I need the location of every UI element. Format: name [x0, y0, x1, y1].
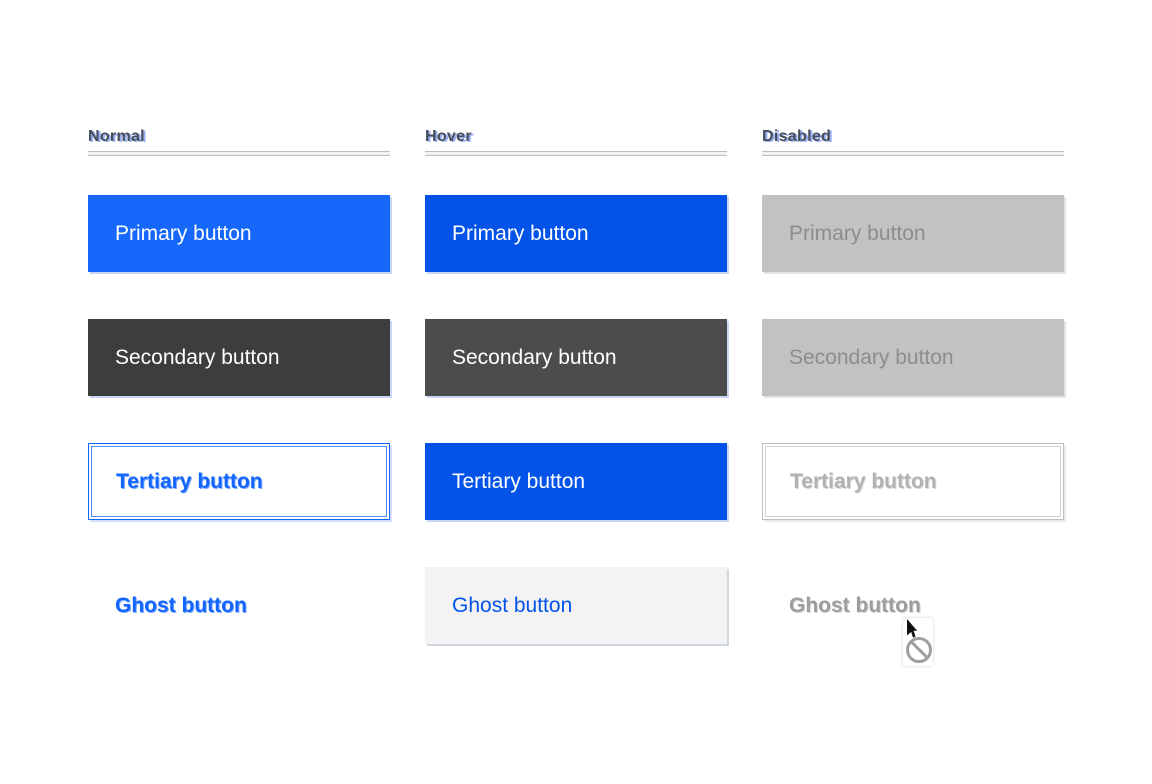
primary-button-normal[interactable]: Primary button: [88, 195, 390, 272]
button-label: Secondary button: [115, 346, 280, 369]
column-header-disabled: Disabled: [762, 128, 832, 145]
secondary-button-normal[interactable]: Secondary button: [88, 319, 390, 396]
header-underline: [762, 151, 1064, 156]
not-allowed-icon: [906, 637, 932, 663]
button-label: Tertiary button: [116, 470, 263, 493]
button-label: Primary button: [115, 222, 252, 245]
secondary-button-hover[interactable]: Secondary button: [425, 319, 727, 396]
button-label: Secondary button: [452, 346, 617, 369]
tertiary-button-normal[interactable]: Tertiary button: [88, 443, 390, 520]
button-label: Ghost button: [115, 594, 247, 617]
button-label: Ghost button: [789, 594, 921, 617]
button-label: Tertiary button: [452, 470, 586, 493]
button-label: Secondary button: [789, 346, 954, 369]
column-header-hover: Hover: [425, 128, 472, 145]
ghost-button-normal[interactable]: Ghost button: [88, 567, 390, 644]
button-label: Primary button: [452, 222, 589, 245]
not-allowed-cursor-icon: [903, 618, 933, 666]
header-underline: [425, 151, 727, 156]
button-states-matrix: Normal Primary button Secondary button T…: [88, 127, 1064, 666]
ghost-button-disabled: Ghost button: [762, 567, 1064, 644]
tertiary-button-disabled: Tertiary button: [762, 443, 1064, 520]
column-hover: Hover Primary button Secondary button Te…: [425, 127, 727, 644]
button-label: Tertiary button: [790, 470, 937, 493]
primary-button-disabled: Primary button: [762, 195, 1064, 272]
button-label: Ghost button: [452, 594, 573, 617]
button-label: Primary button: [789, 222, 926, 245]
column-disabled: Disabled Primary button Secondary button…: [762, 127, 1064, 666]
header-underline: [88, 151, 390, 156]
column-normal: Normal Primary button Secondary button T…: [88, 127, 390, 644]
ghost-button-hover[interactable]: Ghost button: [425, 567, 727, 644]
column-header-normal: Normal: [88, 128, 145, 145]
tertiary-button-hover[interactable]: Tertiary button: [425, 443, 727, 520]
secondary-button-disabled: Secondary button: [762, 319, 1064, 396]
arrow-pointer-icon: [907, 619, 918, 640]
primary-button-hover[interactable]: Primary button: [425, 195, 727, 272]
